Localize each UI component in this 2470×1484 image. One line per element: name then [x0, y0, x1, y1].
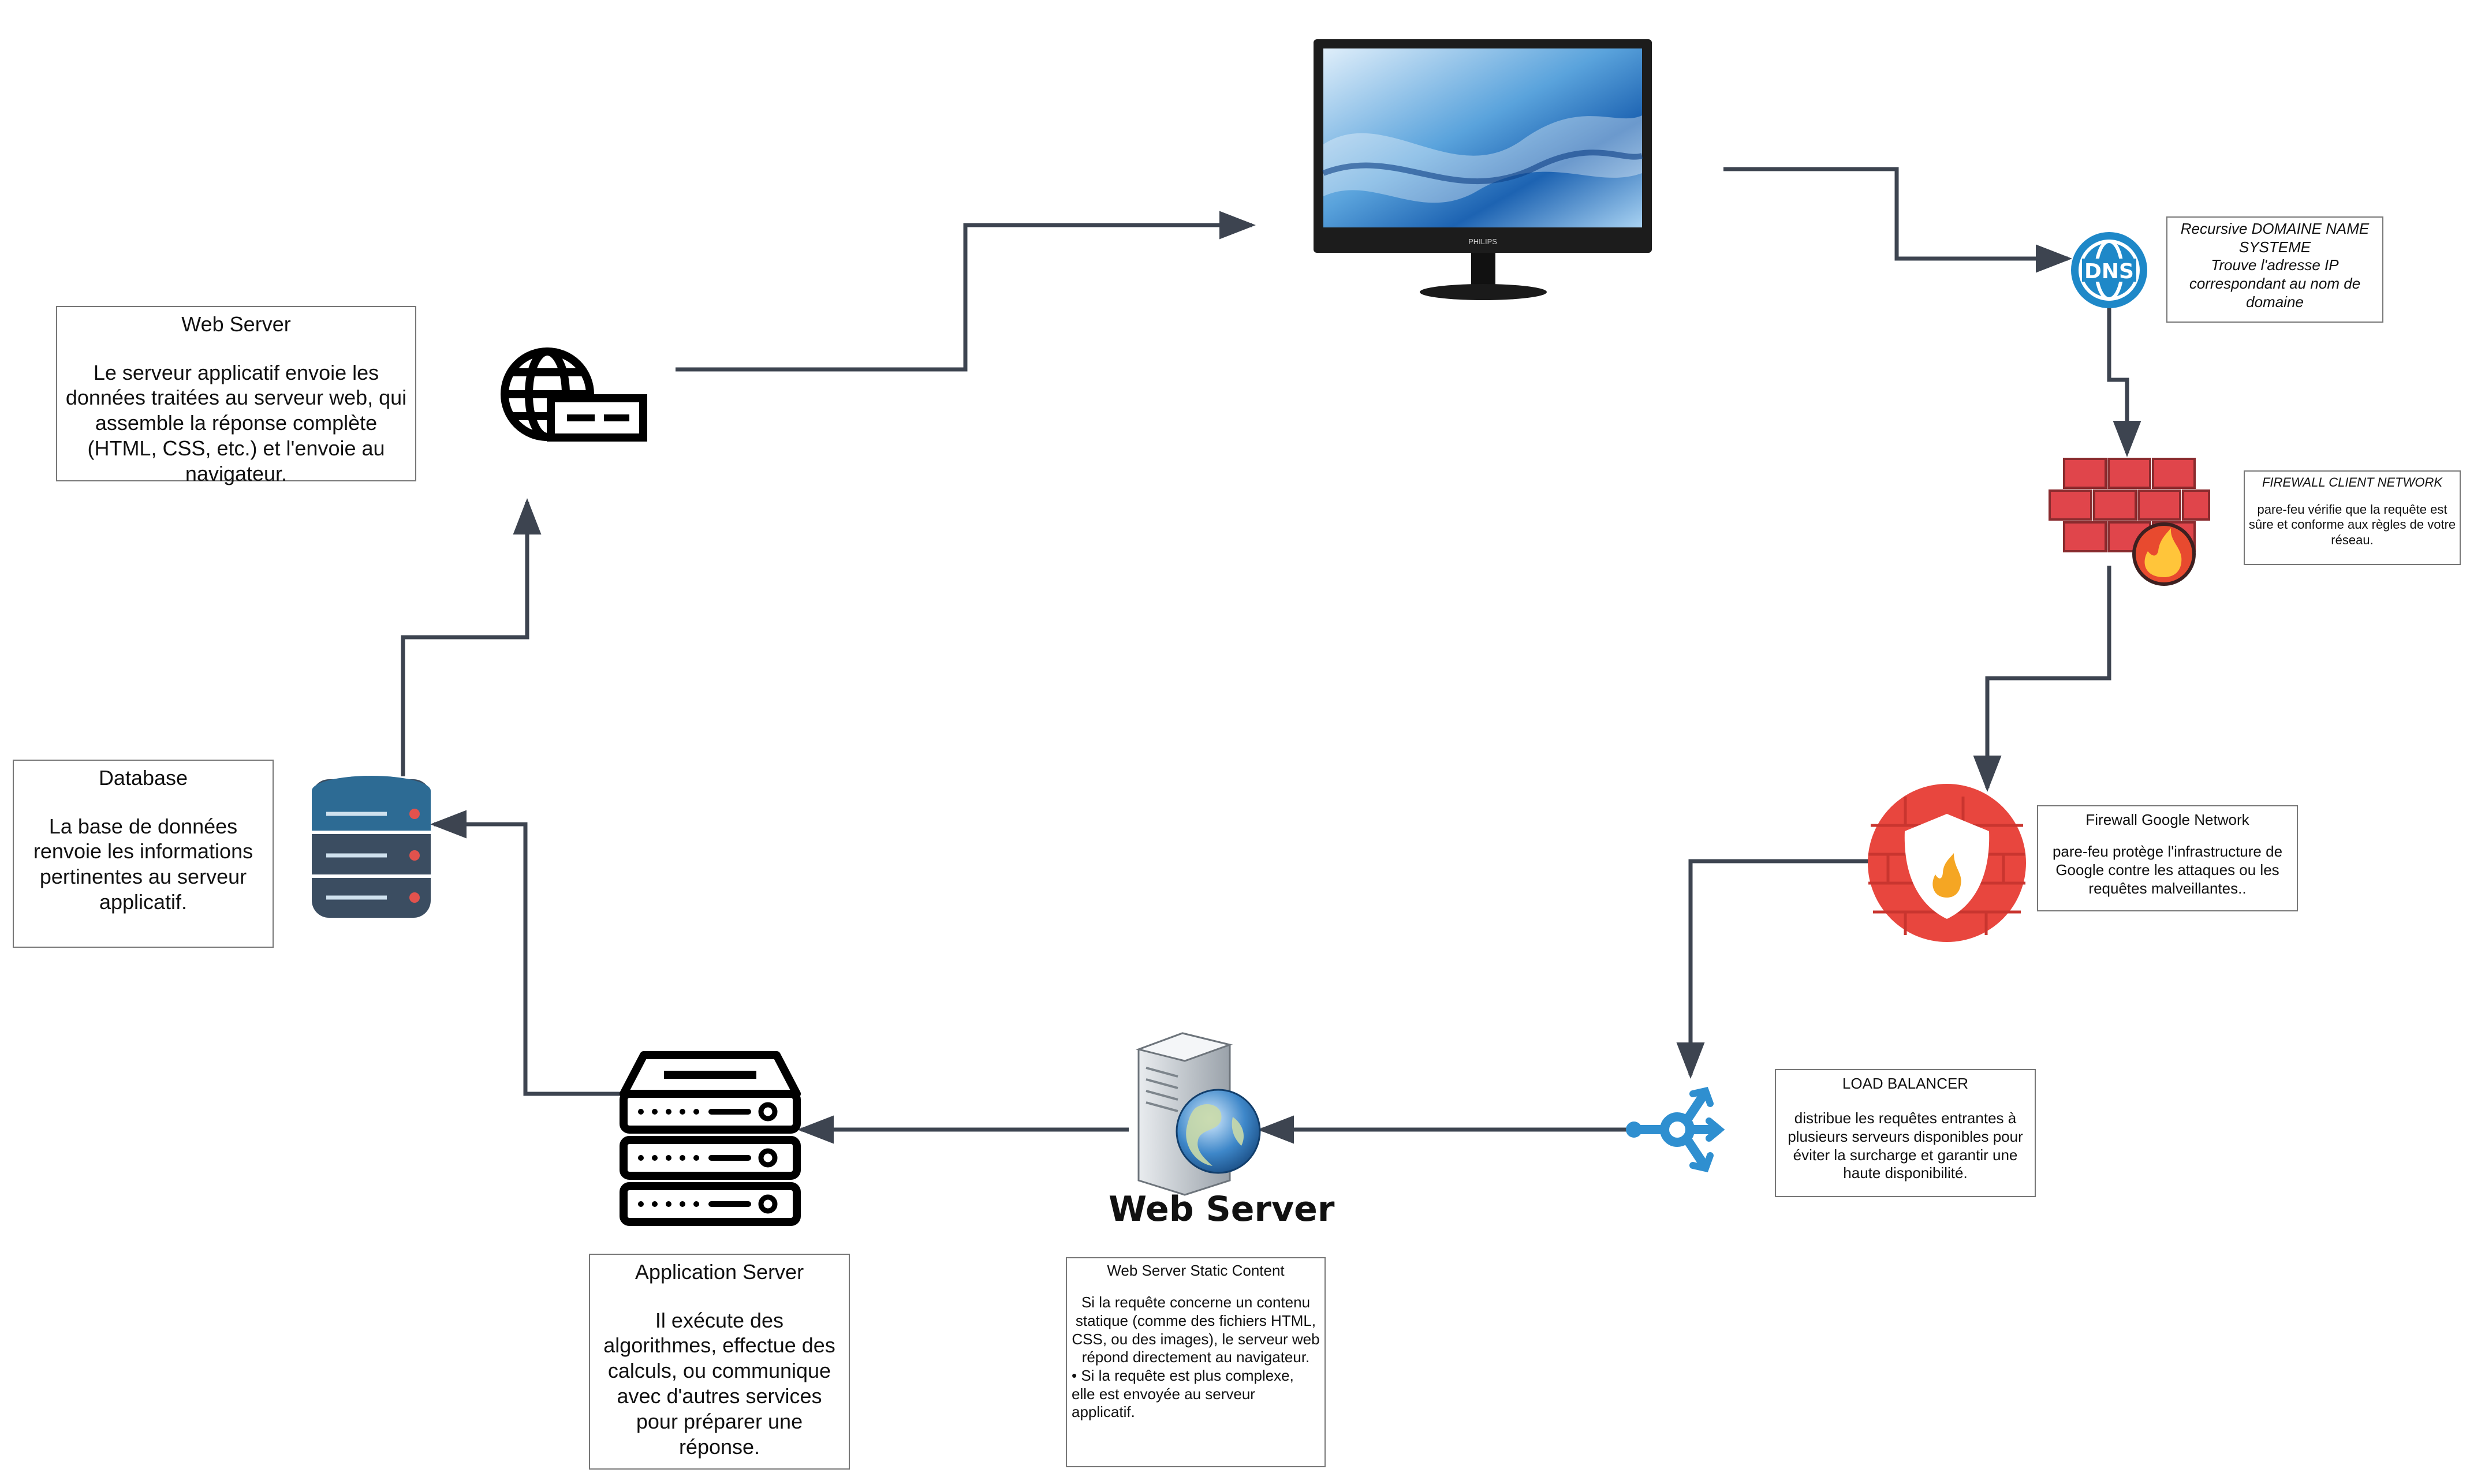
arrow-google-to-load-balancer: [1676, 859, 1871, 1079]
arrow-database-to-web: [401, 498, 542, 776]
dns-icon-text: DNS: [2084, 260, 2134, 283]
box-title: LOAD BALANCER: [1842, 1075, 1969, 1092]
dns-icon: DNS: [2071, 232, 2147, 308]
box-title: Web Server: [181, 312, 291, 336]
application-server-rack-icon: [620, 1051, 801, 1226]
monitor-icon: PHILIPS: [1314, 39, 1652, 300]
box-body: Le serveur applicatif envoie les données…: [65, 360, 407, 486]
web-server-description-box: Web Server Le serveur applicatif envoie …: [56, 306, 416, 485]
box-body: Si la requête concerne un contenu statiq…: [1072, 1294, 1320, 1366]
box-title: Database: [98, 766, 188, 790]
arrow-web-to-monitor: [676, 211, 1256, 372]
box-title: Web Server Static Content: [1107, 1262, 1285, 1279]
box-bullet: • Si la requête est plus complexe, elle …: [1072, 1366, 1294, 1421]
monitor-brand: PHILIPS: [1468, 237, 1497, 246]
box-body: distribue les requêtes entrantes à plusi…: [1788, 1109, 2023, 1182]
dns-description-box: Recursive DOMAINE NAME SYSTEME Trouve l'…: [2166, 216, 2383, 323]
box-title: Application Server: [635, 1260, 804, 1284]
arrow-app-server-to-database: [430, 810, 621, 1096]
box-bullet-text: Si la requête est plus complexe, elle es…: [1072, 1366, 1294, 1421]
box-title: Recursive DOMAINE NAME SYSTEME: [2180, 220, 2370, 256]
load-balancer-icon: [1626, 1086, 1725, 1173]
box-body: La base de données renvoie les informati…: [33, 814, 253, 914]
box-body: Trouve l'adresse IP correspondant au nom…: [2189, 256, 2361, 311]
web-server-static-content-box: Web Server Static Content Si la requête …: [1066, 1257, 1326, 1467]
firewall-client-description-box: FIREWALL CLIENT NETWORK pare-feu vérifie…: [2244, 470, 2461, 565]
arrow-firewall-client-to-google: [1973, 566, 2111, 792]
box-body: pare-feu protège l'infrastructure de Goo…: [2052, 843, 2283, 897]
web-globe-icon: [501, 347, 647, 442]
load-balancer-description-box: LOAD BALANCER distribue les requêtes ent…: [1775, 1069, 2036, 1197]
application-server-description-box: Application Server Il exécute des algori…: [589, 1254, 850, 1470]
web-server-icon: [1135, 1032, 1261, 1196]
google-firewall-shield-icon: [1868, 784, 2026, 942]
arrow-monitor-to-dns: [1723, 167, 2072, 273]
arrow-dns-to-firewall-client: [2107, 306, 2141, 457]
box-title: FIREWALL CLIENT NETWORK: [2262, 475, 2443, 489]
brick-wall-firewall-icon: [2049, 458, 2210, 586]
web-server-icon-caption: Web Server: [1109, 1189, 1335, 1229]
box-body: Il exécute des algorithmes, effectue des…: [603, 1308, 835, 1459]
database-description-box: Database La base de données renvoie les …: [13, 760, 274, 948]
box-title: Firewall Google Network: [2085, 811, 2249, 828]
database-icon: [312, 776, 431, 918]
flow-arrows: [401, 167, 2141, 1144]
box-body: pare-feu vérifie que la requête est sûre…: [2248, 502, 2456, 548]
firewall-google-description-box: Firewall Google Network pare-feu protège…: [2037, 805, 2298, 911]
